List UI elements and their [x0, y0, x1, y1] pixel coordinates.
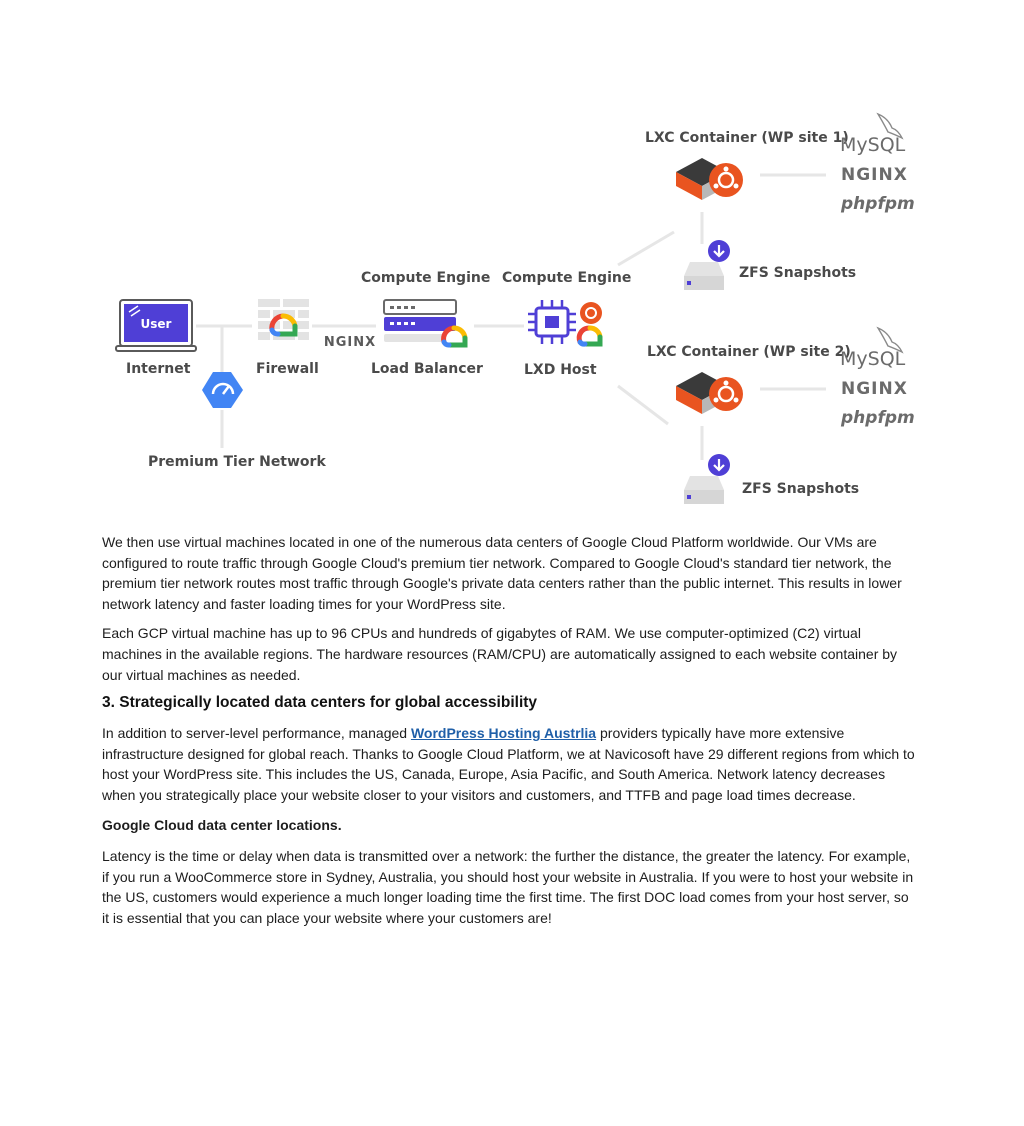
paragraph-text-before-link: In addition to server-level performance,… — [102, 725, 411, 742]
mysql-logo-2: MySQL — [840, 348, 906, 370]
paragraph-vms: We then use virtual machines located in … — [102, 534, 902, 612]
container-2-icon — [676, 372, 743, 414]
phpfpm-logo-2: phpfpm — [841, 408, 915, 428]
container-2-label: LXC Container (WP site 2) — [647, 344, 851, 360]
paragraph-latency: Latency is the time or delay when data i… — [102, 848, 914, 926]
lxd-host-chip-icon — [528, 300, 603, 347]
wordpress-hosting-link[interactable]: WordPress Hosting Austrlia — [410, 725, 597, 742]
load-balancer-label: Load Balancer — [371, 361, 483, 377]
premium-tier-label: Premium Tier Network — [148, 454, 326, 470]
nginx-logo-1: NGINX — [841, 165, 908, 185]
gauge-icon — [202, 372, 243, 408]
zfs-2-label: ZFS Snapshots — [742, 481, 860, 497]
phpfpm-logo-1: phpfpm — [841, 194, 915, 214]
section-heading: 3. Strategically located data centers fo… — [102, 694, 538, 712]
load-balancer-icon — [383, 299, 468, 348]
paragraph-text-after-link: providers typically have more extensive … — [102, 725, 915, 803]
architecture-diagram: User NGINX — [0, 0, 1024, 520]
firewall-icon — [258, 299, 309, 340]
zfs-1-label: ZFS Snapshots — [739, 265, 857, 281]
subheading-data-centers: Google Cloud data center locations. — [102, 816, 342, 833]
mysql-dolphin-icon-2 — [876, 326, 904, 354]
nginx-small-logo: NGINX — [324, 335, 376, 350]
article-body: We then use virtual machines located in … — [102, 532, 917, 938]
mysql-logo-1: MySQL — [840, 134, 906, 156]
mysql-dolphin-icon — [876, 112, 904, 140]
container-1-label: LXC Container (WP site 1) — [645, 130, 849, 146]
compute-engine-lxd-label: Compute Engine — [502, 270, 632, 286]
zfs-snapshot-1-icon — [684, 240, 730, 290]
diagram-graphics: User NGINX — [115, 112, 904, 504]
internet-label: Internet — [126, 361, 191, 377]
paragraph-gcp-resources: Each GCP virtual machine has up to 96 CP… — [102, 625, 898, 683]
connector-lines — [196, 173, 826, 460]
compute-engine-lb-label: Compute Engine — [361, 270, 491, 286]
laptop-screen-label: User — [141, 317, 172, 331]
lxd-host-label: LXD Host — [524, 362, 597, 378]
paragraph-global-reach: In addition to server-level performance,… — [102, 723, 917, 805]
laptop-icon — [115, 299, 197, 352]
nginx-logo-2: NGINX — [841, 379, 908, 399]
firewall-label: Firewall — [256, 361, 319, 377]
zfs-snapshot-2-icon — [684, 454, 730, 504]
container-1-icon — [676, 158, 743, 200]
